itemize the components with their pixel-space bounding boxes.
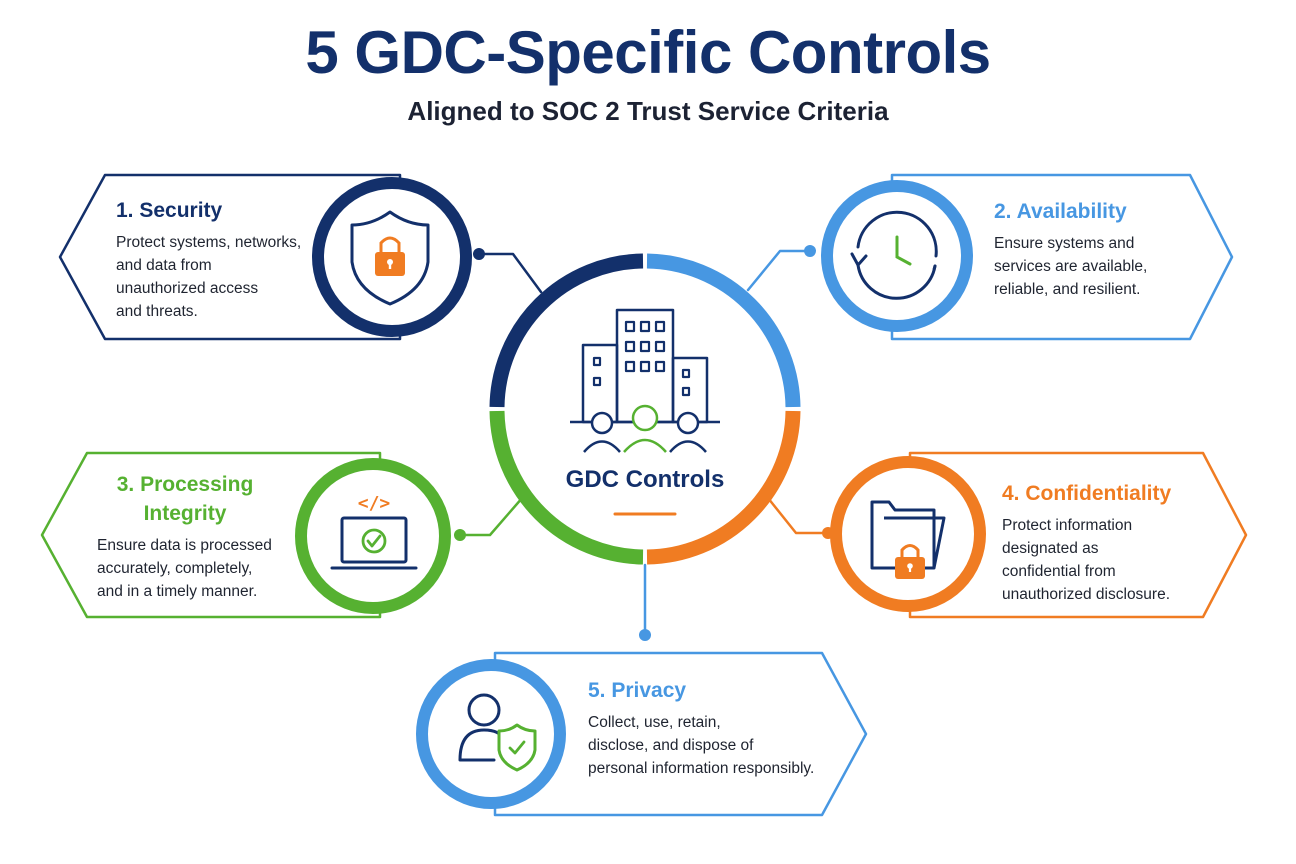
control-card-availability <box>821 173 1234 341</box>
page-title: 5 GDC-Specific Controls <box>305 19 991 86</box>
control-description: Ensure data is processed accurately, com… <box>97 537 272 600</box>
connector-security <box>477 252 543 294</box>
control-description: Protect information designated as confid… <box>1002 517 1171 603</box>
control-description: Collect, use, retain, disclose, and disp… <box>588 714 815 777</box>
svg-text:</>: </> <box>358 493 391 514</box>
control-title: 2. Availability <box>994 200 1127 223</box>
center-ring <box>489 253 801 565</box>
control-card-privacy <box>416 651 868 817</box>
control-text-availability: 2. Availability Ensure systems and servi… <box>994 197 1209 301</box>
control-title: 5. Privacy <box>588 679 687 702</box>
connector-confidentiality <box>766 496 830 535</box>
connector-availability <box>746 249 812 292</box>
control-title: 3. Processing Integrity <box>116 473 254 525</box>
connectors <box>454 245 834 641</box>
connector-dot-availability <box>804 245 816 257</box>
control-card-integrity: </> <box>40 451 451 619</box>
page-subtitle: Aligned to SOC 2 Trust Service Criteria <box>407 96 889 126</box>
clock-refresh-icon <box>850 210 938 300</box>
control-title: 1. Security <box>116 199 223 222</box>
connector-dot-integrity <box>454 529 466 541</box>
user-shield-icon <box>458 693 537 772</box>
ring-segment-availability <box>646 253 801 408</box>
control-text-privacy: 5. Privacy Collect, use, retain, disclos… <box>588 676 848 780</box>
connector-integrity <box>458 495 525 537</box>
buildings-people-icon <box>570 308 720 453</box>
control-description: Ensure systems and services are availabl… <box>994 235 1148 298</box>
control-title: 4. Confidentiality <box>1002 482 1172 505</box>
laptop-code-check-icon: </> <box>330 493 418 570</box>
folder-lock-icon <box>870 500 946 579</box>
connector-dot-security <box>473 248 485 260</box>
control-text-integrity: 3. Processing Integrity Ensure data is p… <box>97 470 307 603</box>
center-label: GDC Controls <box>565 466 725 493</box>
ring-segment-confidentiality <box>646 410 801 565</box>
shield-lock-icon <box>350 210 430 306</box>
control-description: Protect systems, networks, and data from… <box>116 234 302 320</box>
control-text-confidentiality: 4. Confidentiality Protect information d… <box>1002 479 1202 606</box>
ring-segment-security <box>489 253 644 408</box>
control-text-security: 1. Security Protect systems, networks, a… <box>116 196 326 323</box>
control-card-confidentiality <box>830 451 1248 619</box>
connector-dot-privacy <box>639 629 651 641</box>
control-card-security <box>58 173 472 341</box>
ring-segment-integrity <box>489 410 644 565</box>
